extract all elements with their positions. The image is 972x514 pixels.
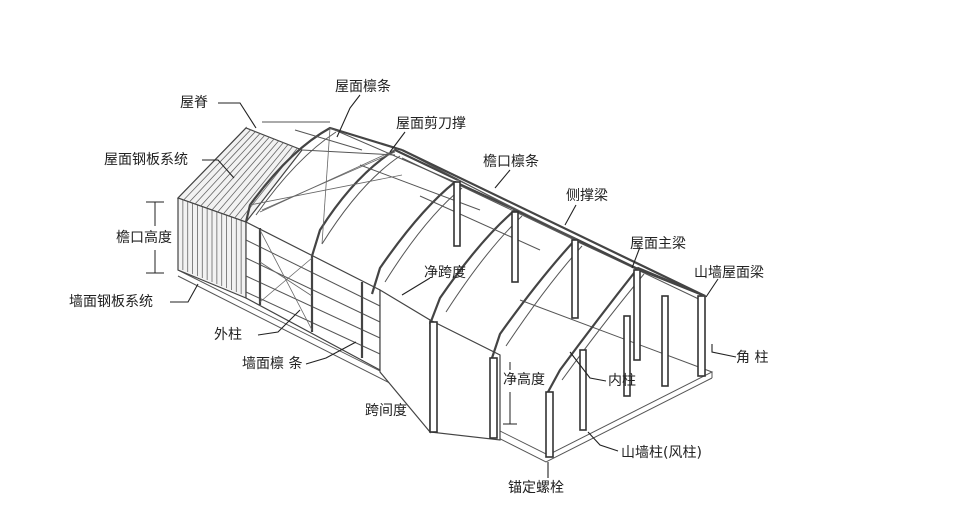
leader-lines: [170, 94, 737, 478]
label-gable-roof-beam: 山墙屋面梁: [694, 265, 764, 281]
label-inner-column: 内柱: [608, 373, 636, 389]
roof-panel-rib: [189, 131, 256, 203]
label-roof-purlin: 屋面檩条: [335, 79, 391, 95]
label-clear-span: 净跨度: [424, 265, 466, 281]
roof-panel-rib: [194, 133, 261, 205]
label-outer-column: 外柱: [214, 327, 242, 343]
roof-panel-rib: [228, 144, 289, 217]
roof-steel-panel: [176, 127, 303, 223]
roof-cross-bracing: [249, 127, 403, 245]
back-columns: [453, 181, 706, 377]
label-span-width: 跨间度: [365, 403, 407, 419]
floor-slab: [177, 269, 714, 456]
roof-panel-rib: [217, 140, 279, 213]
label-side-brace-beam: 侧撑梁: [566, 188, 608, 204]
roof-panel-rib: [223, 142, 284, 215]
roof-panel-rib: [234, 146, 293, 219]
roof-panel-rib: [200, 135, 265, 207]
roof-panel-rib: [183, 129, 251, 201]
label-roof-cross-brace: 屋面剪刀撑: [396, 116, 466, 132]
label-roof-main-beam: 屋面主梁: [630, 236, 686, 252]
roof-panel-rib: [206, 136, 270, 209]
eave-height-dimension: [146, 201, 164, 274]
label-eave-purlin: 檐口檩条: [483, 154, 539, 170]
label-gable-column: 山墙柱(风柱): [621, 445, 702, 461]
label-ridge: 屋脊: [180, 95, 208, 111]
label-corner-column: 角 柱: [736, 350, 769, 366]
gable-end-frame: [577, 239, 706, 431]
label-clear-height: 净高度: [503, 372, 545, 388]
label-anchor-bolt: 锚定螺栓: [508, 480, 564, 496]
label-eave-height: 檐口高度: [116, 230, 172, 246]
side-wall-frame: [245, 221, 381, 372]
eave-beam: [401, 149, 706, 297]
label-roof-steel-panel-system: 屋面钢板系统: [104, 152, 188, 168]
label-wall-purlin: 墙面檩 条: [242, 356, 303, 372]
front-columns: [429, 321, 554, 458]
label-wall-steel-panel-system: 墙面钢板系统: [69, 294, 153, 310]
clear-height-dimension: [503, 362, 517, 425]
roof-panel-rib: [211, 138, 275, 211]
